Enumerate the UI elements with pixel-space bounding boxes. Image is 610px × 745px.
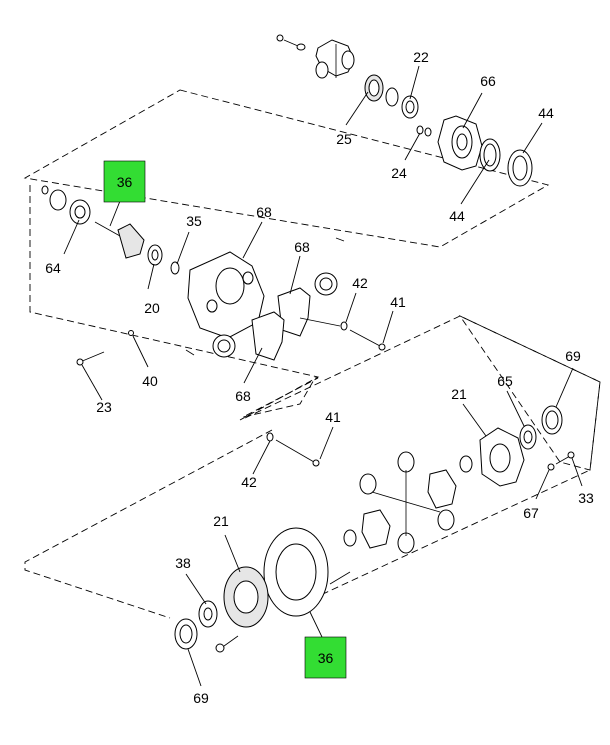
small-pin: [185, 237, 345, 356]
callout-21[interactable]: 21: [451, 386, 467, 402]
callout-20[interactable]: 20: [144, 300, 160, 316]
callout-36-pinion[interactable]: 36: [103, 160, 146, 203]
washer-24: [416, 125, 432, 137]
bolt-ring-gear: [215, 571, 351, 653]
callout-38[interactable]: 38: [175, 555, 191, 571]
bearing-cup-69a: [541, 405, 563, 435]
adjuster-nut-68b: [314, 272, 338, 296]
callout-labels: 22 66 44 25 24 44 64 35 68 68 42 41 20 4…: [45, 49, 594, 706]
carrier-group-outline-left: [29, 185, 320, 421]
differential-case-half-21a: [479, 427, 525, 487]
callout-25[interactable]: 25: [336, 131, 352, 147]
bolt-41b: [312, 459, 320, 467]
drive-pinion-36: [94, 221, 145, 259]
flange-66: [437, 115, 483, 171]
callout-68[interactable]: 68: [256, 204, 272, 220]
callout-68[interactable]: 68: [294, 239, 310, 255]
differential-case-half-21b: [223, 566, 269, 628]
callout-69[interactable]: 69: [565, 348, 581, 364]
adjuster-nut-68c: [212, 334, 236, 358]
bearing-cone-65: [519, 424, 537, 450]
bearing-20: [147, 244, 163, 266]
bearing-22: [385, 87, 419, 119]
callout-41[interactable]: 41: [390, 294, 406, 310]
ring-gear-36: [263, 527, 329, 617]
gasket-44b: [507, 149, 533, 187]
callout-40[interactable]: 40: [142, 373, 158, 389]
yoke-assembly: [276, 34, 355, 79]
pinion-bearings-64: [41, 185, 91, 225]
gasket-44a: [479, 138, 501, 172]
bearing-cone-38: [198, 600, 218, 628]
spider-gears: [343, 451, 473, 554]
callout-35[interactable]: 35: [186, 213, 202, 229]
callout-69[interactable]: 69: [193, 690, 209, 706]
washer-42a: [299, 317, 348, 331]
callout-68[interactable]: 68: [235, 388, 251, 404]
bolt-33: [555, 451, 575, 465]
bolt-41a: [349, 329, 386, 351]
leader-lines: [63, 65, 583, 687]
pin-40: [128, 330, 134, 336]
callout-44[interactable]: 44: [538, 105, 554, 121]
seal-25: [364, 74, 384, 102]
bearing-cup-69b: [174, 618, 198, 650]
callout-66[interactable]: 66: [480, 73, 496, 89]
callout-33[interactable]: 33: [578, 490, 594, 506]
callout-41[interactable]: 41: [325, 409, 341, 425]
washer-67: [547, 463, 555, 471]
callout-36-pinion-label: 36: [117, 174, 133, 190]
shim-35: [170, 261, 180, 275]
washer-42b: [266, 432, 315, 463]
callout-65[interactable]: 65: [497, 373, 513, 389]
stud-23: [76, 351, 105, 366]
upper-group-outline: [23, 89, 550, 248]
callout-64[interactable]: 64: [45, 260, 61, 276]
callout-36-ring-gear[interactable]: 36: [304, 636, 347, 679]
callout-36-ring-gear-label: 36: [318, 650, 334, 666]
carrier-housing-68: [187, 251, 265, 339]
callout-67[interactable]: 67: [523, 505, 539, 521]
ring-gear-group-outline: [24, 429, 273, 619]
callout-24[interactable]: 24: [391, 165, 407, 181]
callout-42[interactable]: 42: [241, 474, 257, 490]
callout-42[interactable]: 42: [352, 275, 368, 291]
bearing-cap-68c: [251, 311, 285, 361]
callout-44[interactable]: 44: [449, 208, 465, 224]
callout-21[interactable]: 21: [213, 513, 229, 529]
callout-22[interactable]: 22: [413, 49, 429, 65]
callout-23[interactable]: 23: [96, 399, 112, 415]
